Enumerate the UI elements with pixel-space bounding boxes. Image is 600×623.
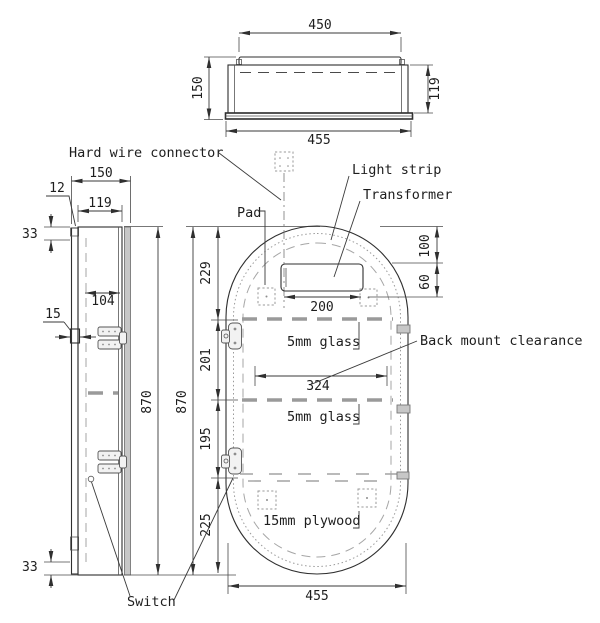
top-view: 450 455 150 119 <box>191 18 443 148</box>
label-pad: Pad <box>237 205 261 221</box>
dim-front-201: 201 <box>199 348 214 371</box>
hinge-front-upper <box>221 322 242 350</box>
label-plywood: 15mm plywood <box>263 513 361 529</box>
back-mount-clearance-outline <box>242 242 392 558</box>
switch-knob <box>87 475 95 483</box>
dim-side-104: 104 <box>91 294 115 309</box>
dim-front-200: 200 <box>310 300 333 315</box>
label-switch: Switch <box>127 594 176 610</box>
dim-top-119: 119 <box>428 77 443 100</box>
dim-front-455: 455 <box>305 589 328 604</box>
clip-right-bottom <box>396 471 410 480</box>
dim-front-229: 229 <box>199 261 214 284</box>
annotations: Hard wire connector Light strip Transfor… <box>69 145 583 610</box>
dim-top-455: 455 <box>307 133 330 148</box>
dim-side-119: 119 <box>88 196 111 211</box>
clip-right-upper <box>396 324 411 334</box>
label-glass-upper: 5mm glass <box>287 334 360 350</box>
pad-lower-left <box>257 490 277 510</box>
dim-side-33-bottom: 33 <box>22 560 38 575</box>
hinge-side-upper <box>97 326 127 350</box>
dim-side-150: 150 <box>89 166 112 181</box>
hinge-side-lower <box>97 450 127 474</box>
dim-front-225: 225 <box>199 513 214 536</box>
dim-front-324: 324 <box>306 379 330 394</box>
label-transformer: Transformer <box>363 187 452 203</box>
label-light-strip: Light strip <box>352 162 441 178</box>
front-right-dims: 100 60 <box>368 226 443 298</box>
pad-upper-right <box>359 288 378 307</box>
label-glass-lower: 5mm glass <box>287 409 360 425</box>
dim-side-870: 870 <box>140 390 155 413</box>
dim-front-195: 195 <box>199 427 214 450</box>
light-strip-outline <box>233 233 401 567</box>
dim-top-150: 150 <box>191 76 206 99</box>
dim-front-60: 60 <box>418 274 433 290</box>
dim-front-870: 870 <box>175 390 190 413</box>
label-back-mount-clearance: Back mount clearance <box>420 333 583 349</box>
dim-side-33-top: 33 <box>22 227 38 242</box>
dim-side-15: 15 <box>45 307 61 322</box>
dim-side-12: 12 <box>49 181 65 196</box>
label-hard-wire-connector: Hard wire connector <box>69 145 223 161</box>
dim-front-100: 100 <box>418 234 433 257</box>
side-view: 150 12 119 33 15 104 870 33 <box>22 166 161 588</box>
extension-lines <box>124 226 443 576</box>
front-chain-dims: 229 201 195 225 <box>199 227 238 573</box>
clip-right-lower <box>396 404 411 414</box>
hard-wire-connector-symbol <box>274 151 294 172</box>
pad-lower-right <box>357 488 377 508</box>
pad-upper-left <box>257 287 276 306</box>
dim-top-450: 450 <box>308 18 331 33</box>
hinge-front-lower <box>221 447 242 475</box>
transformer-box <box>280 263 364 292</box>
front-view: 200 324 <box>175 151 443 604</box>
